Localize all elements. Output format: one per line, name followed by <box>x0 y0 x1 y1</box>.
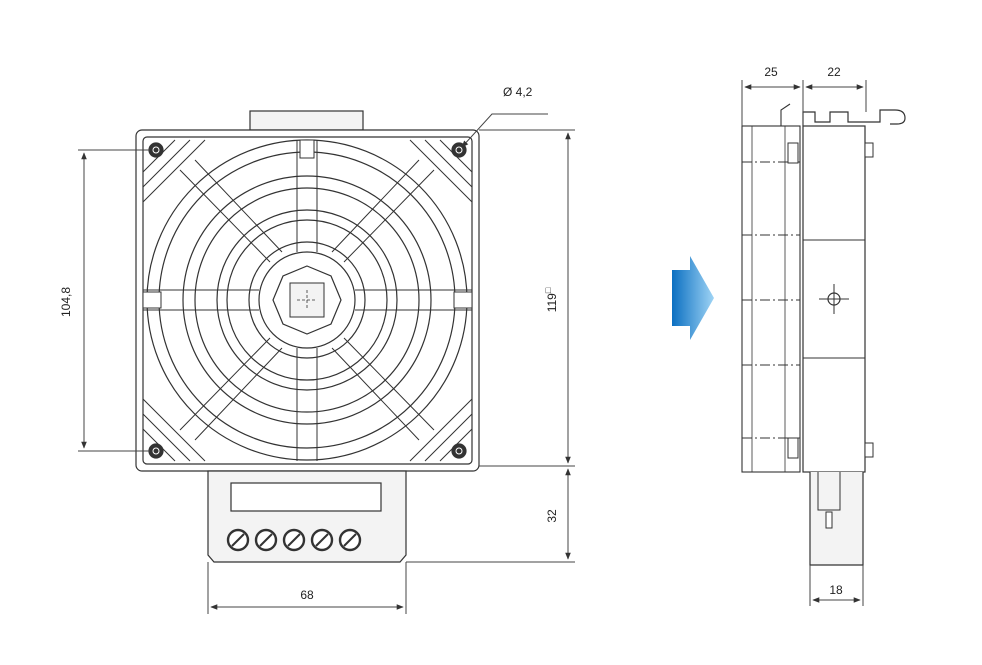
terminal-screw-slot <box>343 533 357 547</box>
terminal-screw-slot <box>231 533 245 547</box>
view-direction-arrow <box>672 256 714 340</box>
left-clip <box>142 291 162 309</box>
corner-bolts <box>148 142 467 459</box>
height-symbol: □ <box>543 287 553 293</box>
grille-spokes <box>143 140 472 461</box>
hole-diameter-label: Ø 4,2 <box>503 85 533 99</box>
bolt-bottom-right <box>451 443 467 459</box>
side-grille <box>741 128 801 470</box>
depth-rear-label: 22 <box>827 65 841 79</box>
side-dimensions <box>741 80 867 606</box>
height-label: 119□ <box>543 287 559 312</box>
grille-rings <box>146 139 468 461</box>
side-bracket-bottom <box>864 442 874 458</box>
side-terminal-block <box>809 472 864 566</box>
side-view <box>741 103 906 566</box>
side-grille-frame <box>741 125 801 473</box>
center-mark <box>297 290 317 310</box>
din-clip <box>802 109 906 126</box>
terminal-width-label: 68 <box>300 588 314 602</box>
terminal-screw-slot <box>287 533 301 547</box>
side-bracket-top <box>864 142 874 158</box>
bolt-top-left <box>148 142 164 158</box>
terminal-screw-slot <box>315 533 329 547</box>
hole-leader <box>461 113 548 148</box>
terminal-height-label: 32 <box>545 509 559 523</box>
top-mounting-tab <box>249 110 364 131</box>
terminal-screw-slot <box>259 533 273 547</box>
bolt-bottom-left <box>148 443 164 459</box>
top-clip <box>299 139 315 159</box>
terminal-label-window <box>230 482 382 512</box>
hole-pitch-label: 104,8 <box>59 287 73 317</box>
depth-front-label: 25 <box>764 65 778 79</box>
height-value: 119 <box>545 293 559 312</box>
front-view <box>135 110 480 563</box>
bottom-width-label: 18 <box>829 583 843 597</box>
corner-fins <box>142 139 473 462</box>
front-dimensions <box>78 113 575 614</box>
terminal-screws <box>226 528 362 552</box>
right-clip <box>453 291 473 309</box>
